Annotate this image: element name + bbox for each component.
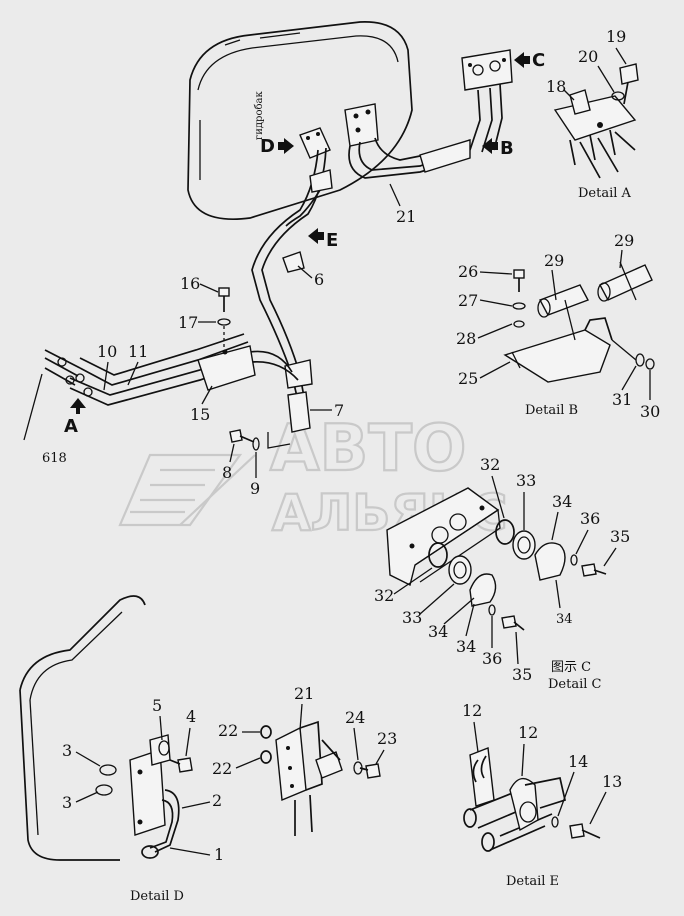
flange-block-c	[461, 49, 513, 153]
detail-d: 5 4 3 3 2 1 Detail D	[19, 595, 224, 904]
callout-618: 618	[42, 451, 67, 466]
callout-34-left: 34	[428, 622, 448, 641]
callout-2: 2	[212, 791, 222, 810]
leader-618	[23, 373, 43, 441]
tank-label: гидробак	[254, 91, 265, 140]
callout-3-top: 3	[62, 741, 72, 760]
callout-19: 19	[606, 27, 626, 46]
callout-5: 5	[152, 696, 162, 715]
caption-detail-c-cn: 图示 C	[551, 660, 591, 675]
view-arrow-e: E	[326, 230, 338, 251]
callout-21: 21	[396, 207, 416, 226]
callout-8: 8	[222, 463, 232, 482]
callout-18: 18	[546, 77, 566, 96]
callout-35-top: 35	[610, 527, 630, 546]
callout-11: 11	[128, 342, 148, 361]
callout-35-bottom: 35	[512, 665, 532, 684]
callout-29-bottom: 29	[544, 251, 564, 270]
callout-36-top: 36	[580, 509, 600, 528]
callout-32-bottom: 32	[374, 586, 394, 605]
view-arrow-c: C	[532, 50, 545, 71]
pipe-21	[348, 137, 471, 179]
watermark-logo-icon	[118, 453, 256, 527]
callout-28: 28	[456, 329, 476, 348]
callout-16: 16	[180, 274, 200, 293]
callout-24: 24	[345, 708, 365, 727]
callout-23: 23	[377, 729, 397, 748]
callout-12-top: 12	[462, 701, 482, 720]
bolt-16	[217, 287, 231, 350]
caption-detail-b: Detail B	[525, 403, 578, 418]
arrow-a-icon: A	[64, 398, 86, 437]
callout-29-top: 29	[614, 231, 634, 250]
callout-17: 17	[178, 313, 198, 332]
valve-block-d	[299, 103, 379, 159]
callout-22-bottom: 22	[212, 759, 232, 778]
callout-30: 30	[640, 402, 660, 421]
bracket-7	[267, 391, 311, 449]
bolt-8	[229, 429, 260, 451]
callout-33-top: 33	[516, 471, 536, 490]
callout-36-bottom: 36	[482, 649, 502, 668]
callout-32-top: 32	[480, 455, 500, 474]
view-arrows: A B C D E	[64, 50, 545, 437]
callout-20: 20	[578, 47, 598, 66]
view-arrow-b: B	[500, 138, 514, 159]
callout-25: 25	[458, 369, 478, 388]
arrow-b-icon: B	[482, 138, 514, 159]
detail-a: 19 20 18 Detail A	[546, 27, 639, 201]
callout-27: 27	[458, 291, 478, 310]
caption-detail-d: Detail D	[130, 889, 184, 904]
detail-flange-21: 21 22 22 24 23	[212, 684, 397, 836]
clamp-15	[197, 345, 256, 391]
callout-7: 7	[334, 401, 344, 420]
caption-detail-c: Detail C	[548, 677, 602, 692]
main-callouts: 21 6 16 17 10 11 15 7 8 9 618	[42, 183, 416, 498]
main-assembly: гидробак	[23, 21, 513, 451]
callout-34-top: 34	[552, 492, 572, 511]
pipes-10-11	[44, 333, 299, 406]
detail-e: 12 12 14 13 Detail E	[462, 701, 622, 889]
view-arrow-a: A	[64, 416, 78, 437]
callout-31: 31	[612, 390, 632, 409]
view-arrow-d: D	[260, 136, 275, 157]
callout-3-bottom: 3	[62, 793, 72, 812]
caption-detail-a: Detail A	[578, 186, 632, 201]
callout-26: 26	[458, 262, 478, 281]
arrow-e-icon: E	[308, 228, 338, 251]
arrow-d-icon: D	[260, 136, 294, 157]
callout-22-top: 22	[218, 721, 238, 740]
arrow-c-icon: C	[514, 50, 545, 71]
callout-34-mid: 34	[456, 637, 476, 656]
callout-13: 13	[602, 772, 622, 791]
caption-detail-e: Detail E	[506, 874, 559, 889]
detail-c: 32 32 33 33 34 34 34 34 36 36 35 35 图示 C…	[374, 455, 630, 692]
detail-b: 29 29 26 27 28 25 31 30 Detail B	[456, 231, 660, 421]
callout-10: 10	[97, 342, 117, 361]
callout-12-right: 12	[518, 723, 538, 742]
callout-14: 14	[568, 752, 588, 771]
callout-1: 1	[214, 845, 224, 864]
callout-34-right: 34	[556, 612, 573, 627]
callout-33-bottom: 33	[402, 608, 422, 627]
callout-4: 4	[186, 707, 196, 726]
hydraulic-tank	[187, 21, 413, 220]
callout-15: 15	[190, 405, 210, 424]
callout-9: 9	[250, 479, 260, 498]
callout-6: 6	[314, 270, 324, 289]
callout-21-detail: 21	[294, 684, 314, 703]
